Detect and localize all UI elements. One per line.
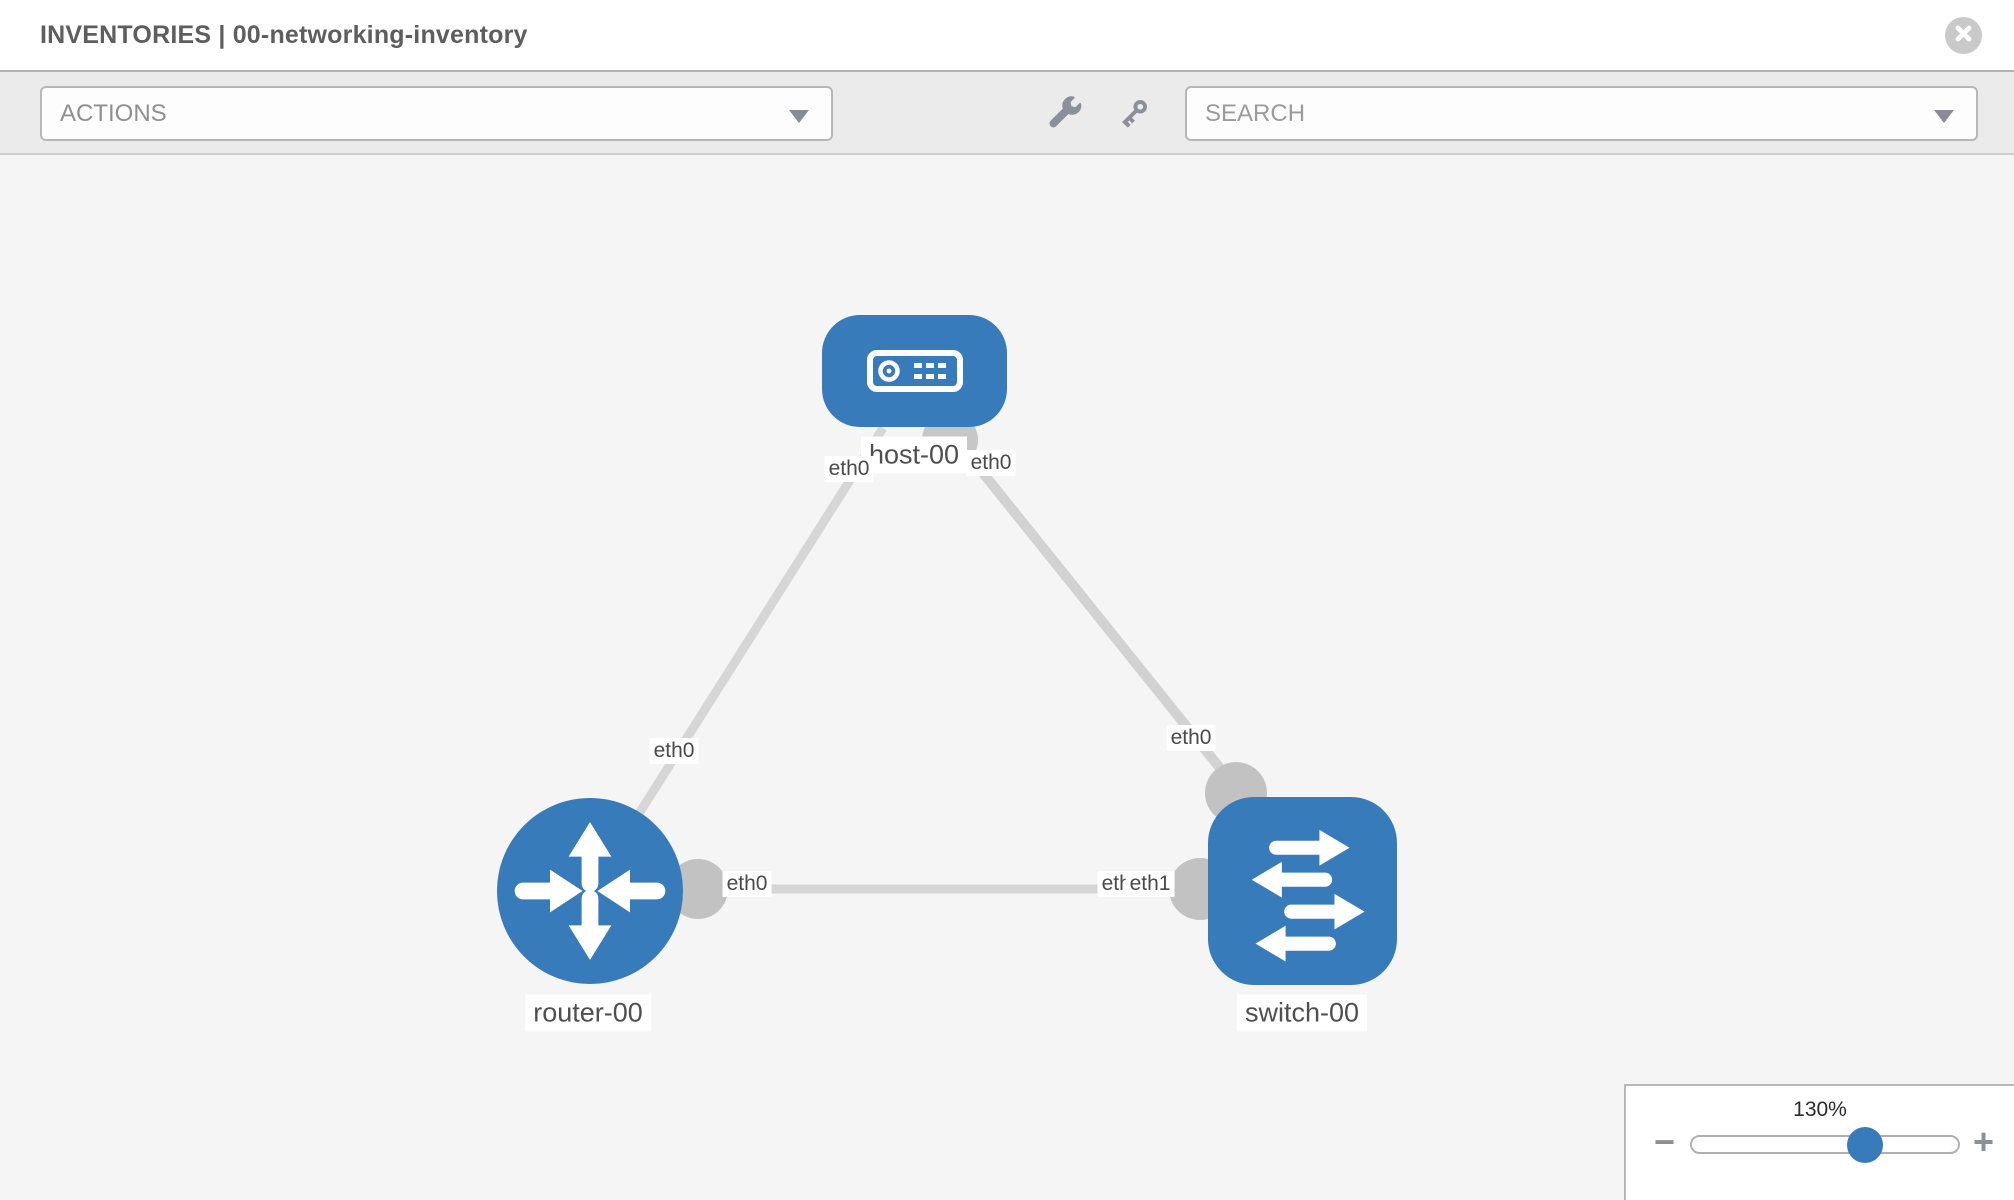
toolbar: ACTIONS SEARCH <box>0 72 2014 155</box>
node-host-00[interactable] <box>822 315 1007 427</box>
router-icon <box>514 822 666 960</box>
interface-dot-router-eth0[interactable] <box>668 859 728 919</box>
page-title: INVENTORIES | 00-networking-inventory <box>40 21 528 49</box>
interface-label: eth1 <box>1125 871 1175 897</box>
topology-canvas[interactable]: host-00 router-00 switch-00 eth0 eth0 et… <box>0 155 2014 1200</box>
links-layer <box>586 412 1302 920</box>
actions-dropdown-label: ACTIONS <box>60 100 167 127</box>
node-router-00[interactable] <box>497 798 683 984</box>
zoom-level-value: 130% <box>1793 1098 1847 1121</box>
interface-label: eth0 <box>722 871 772 897</box>
interface-label: eth0 <box>824 456 874 482</box>
interface-label: eth0 <box>1166 725 1216 751</box>
zoom-slider-handle[interactable] <box>1846 1126 1883 1163</box>
zoom-out-button[interactable]: − <box>1654 1121 1676 1162</box>
search-dropdown[interactable]: SEARCH <box>1185 86 1978 141</box>
key-button[interactable] <box>1115 96 1151 132</box>
interface-label: eth0 <box>649 738 699 764</box>
host-icon <box>867 350 963 392</box>
switch-icon <box>1251 829 1365 962</box>
chevron-down-icon <box>789 110 809 123</box>
wrench-icon <box>1049 96 1082 128</box>
close-button[interactable] <box>1945 17 1982 54</box>
node-label-host: host-00 <box>860 436 968 474</box>
wrench-button[interactable] <box>1047 96 1083 132</box>
header-bar: INVENTORIES | 00-networking-inventory <box>0 0 2014 72</box>
actions-dropdown[interactable]: ACTIONS <box>40 86 833 141</box>
node-label-switch: switch-00 <box>1236 994 1368 1032</box>
node-label-router: router-00 <box>525 994 651 1032</box>
zoom-slider-track[interactable] <box>1690 1126 1960 1163</box>
interface-label: eth0 <box>966 450 1016 476</box>
search-dropdown-label: SEARCH <box>1205 100 1306 127</box>
zoom-panel: 130% − + <box>1624 1084 2014 1200</box>
close-icon <box>1954 24 1973 48</box>
key-icon <box>1122 100 1147 128</box>
node-switch-00[interactable] <box>1208 797 1397 985</box>
chevron-down-icon <box>1934 110 1954 123</box>
zoom-in-button[interactable]: + <box>1972 1121 1994 1162</box>
